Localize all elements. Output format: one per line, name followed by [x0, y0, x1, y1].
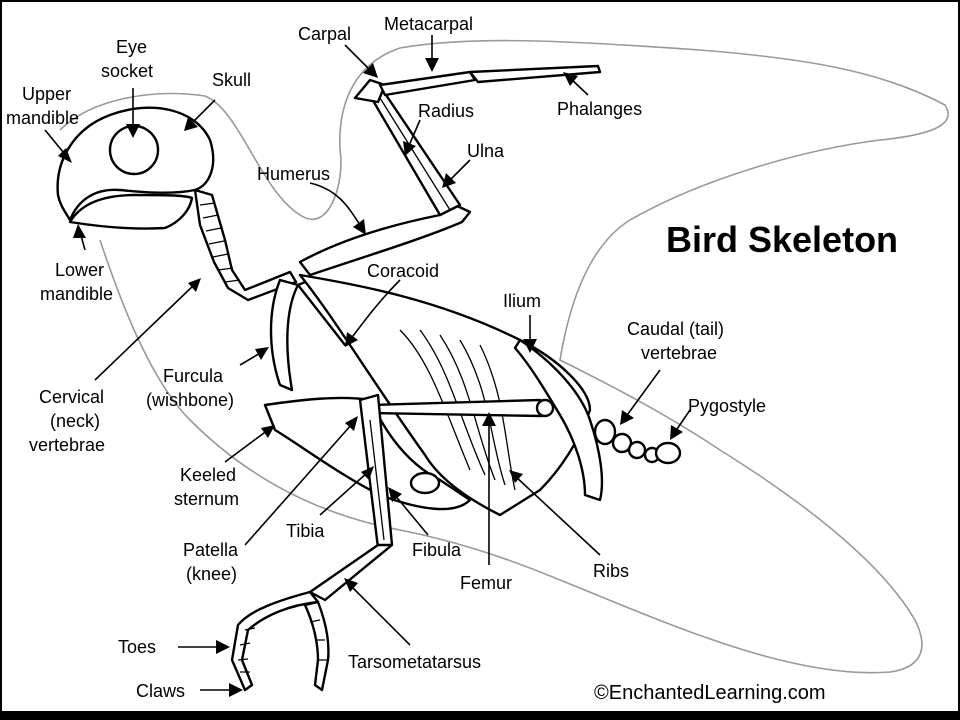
label-fibula: Fibula	[412, 540, 462, 560]
leader-lines	[44, 35, 691, 697]
femur-shape	[368, 398, 555, 418]
label-toes: Toes	[118, 637, 156, 657]
label-metacarpal: Metacarpal	[384, 14, 473, 34]
label-ribs: Ribs	[593, 561, 629, 581]
cervical-vertebrae-shape	[193, 188, 298, 302]
label-upper-mandible: Upper mandible	[6, 84, 79, 128]
label-humerus: Humerus	[257, 164, 330, 184]
furcula-shape	[269, 278, 300, 392]
label-pygostyle: Pygostyle	[688, 396, 766, 416]
label-eye-socket: Eye socket	[101, 37, 153, 81]
label-cervical: Cervical (neck) vertebrae	[29, 387, 109, 455]
caudal-vertebrae-shape	[593, 418, 661, 464]
label-patella: Patella (knee)	[183, 540, 243, 584]
pygostyle-shape	[654, 441, 682, 465]
label-tarsometatarsus: Tarsometatarsus	[348, 652, 481, 672]
label-radius: Radius	[418, 101, 474, 121]
labels: Upper mandible Eye socket Skull Carpal M…	[6, 14, 766, 701]
label-femur: Femur	[460, 573, 512, 593]
skull-shape	[56, 106, 215, 230]
humerus-shape	[298, 203, 472, 277]
fibula-shape	[369, 419, 385, 541]
metacarpal-shape	[378, 70, 477, 97]
label-phalanges: Phalanges	[557, 99, 642, 119]
label-coracoid: Coracoid	[367, 261, 439, 281]
ilium-shape	[513, 338, 604, 502]
toes-shape	[230, 590, 320, 692]
label-claws: Claws	[136, 681, 185, 701]
carpal-shape	[353, 78, 387, 104]
label-furcula: Furcula (wishbone)	[146, 366, 234, 410]
copyright-credit: ©EnchantedLearning.com	[594, 682, 826, 704]
label-ilium: Ilium	[503, 291, 541, 311]
label-lower-mandible: Lower mandible	[40, 260, 113, 304]
tarsometatarsus-shape	[308, 543, 394, 602]
label-skull: Skull	[212, 70, 251, 90]
diagram-title: Bird Skeleton	[666, 219, 898, 260]
label-ulna: Ulna	[467, 141, 505, 161]
phalanges-shape	[468, 64, 602, 84]
label-carpal: Carpal	[298, 24, 351, 44]
label-tibia: Tibia	[286, 521, 325, 541]
leg-bones	[230, 393, 394, 692]
label-keeled-sternum: Keeled sternum	[174, 465, 241, 509]
wing-bones	[298, 64, 602, 277]
label-caudal: Caudal (tail) vertebrae	[627, 319, 729, 363]
